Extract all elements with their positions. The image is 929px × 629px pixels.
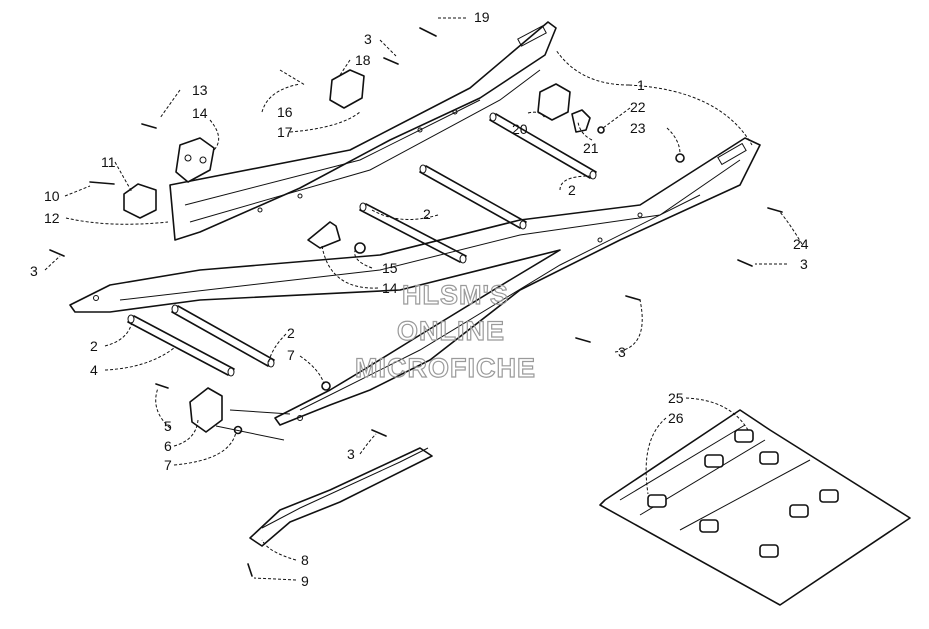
callout-14: 14: [382, 280, 398, 296]
callout-2: 2: [287, 325, 295, 341]
slide-runner: [249, 447, 433, 547]
callout-1: 1: [637, 77, 645, 93]
rail-lower: [69, 137, 761, 426]
callout-17: 17: [277, 124, 293, 140]
callout-6: 6: [164, 438, 172, 454]
callout-26: 26: [668, 410, 684, 426]
leader-lines: [44, 17, 803, 581]
callout-13: 13: [192, 82, 208, 98]
callout-16: 16: [277, 104, 293, 120]
callout-23: 23: [630, 120, 646, 136]
callout-14: 14: [192, 105, 208, 121]
callout-9: 9: [301, 573, 309, 589]
watermark: HLSM'S ONLINE MICROFICHE: [354, 279, 536, 383]
callout-3: 3: [30, 263, 38, 279]
callout-2: 2: [90, 338, 98, 354]
rail-upper: [169, 21, 557, 241]
callout-2: 2: [568, 182, 576, 198]
bracket-parts: [123, 69, 685, 435]
watermark-line-3: MICROFICHE: [355, 353, 536, 383]
callout-labels: 1 2 2 2 2 3 3 3 3 3 4 5 6 7 7 8 9 10 11 …: [30, 9, 809, 589]
callout-3: 3: [800, 256, 808, 272]
callout-3: 3: [347, 446, 355, 462]
callout-3: 3: [618, 344, 626, 360]
watermark-line-1: HLSM'S: [402, 280, 509, 310]
watermark-line-2: ONLINE: [397, 316, 505, 346]
callout-24: 24: [793, 236, 809, 252]
callout-7: 7: [164, 457, 172, 473]
callout-2: 2: [423, 206, 431, 222]
callout-12: 12: [44, 210, 60, 226]
callout-25: 25: [668, 390, 684, 406]
drive-track: [599, 409, 911, 606]
cross-shafts: [127, 112, 597, 377]
callout-11: 11: [101, 154, 116, 170]
callout-5: 5: [164, 418, 172, 434]
callout-8: 8: [301, 552, 309, 568]
bolts: [49, 27, 783, 577]
callout-19: 19: [474, 9, 490, 25]
callout-3: 3: [364, 31, 372, 47]
callout-20: 20: [512, 121, 528, 137]
callout-10: 10: [44, 188, 60, 204]
callout-22: 22: [630, 99, 646, 115]
callout-18: 18: [355, 52, 371, 68]
callout-21: 21: [583, 140, 599, 156]
callout-4: 4: [90, 362, 98, 378]
callout-15: 15: [382, 260, 398, 276]
callout-7: 7: [287, 347, 295, 363]
